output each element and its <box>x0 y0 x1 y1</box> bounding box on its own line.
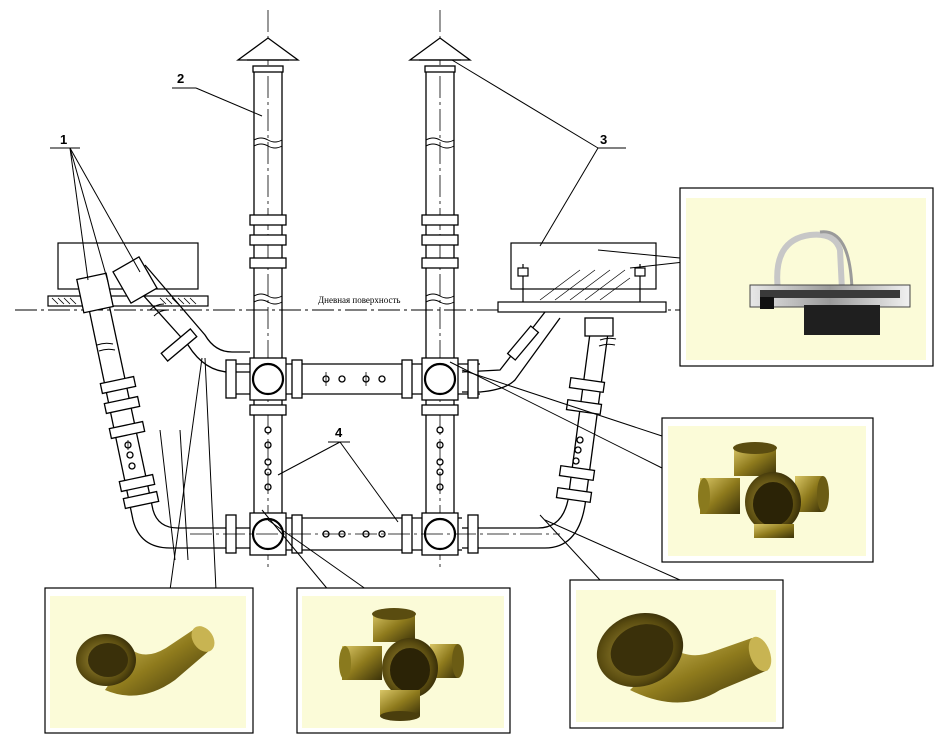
vent-riser-right <box>408 37 472 360</box>
elbow-image-right <box>596 612 772 703</box>
callout-3: 3 <box>600 132 607 147</box>
inclined-pipes-right <box>461 311 617 549</box>
cross-fitting-image <box>339 608 464 721</box>
inset-elbow-right <box>569 579 784 729</box>
horizontal-run-upper <box>225 357 480 401</box>
elbow-image-left <box>76 626 215 696</box>
leader-lines <box>50 59 685 593</box>
inset-tee-fitting <box>661 417 874 563</box>
surface-label: Дневная поверхность <box>318 295 400 305</box>
inset-cross-fitting <box>296 587 511 734</box>
inset-hatch <box>679 187 934 367</box>
horizontal-run-lower <box>190 512 560 556</box>
callout-2: 2 <box>177 71 184 86</box>
callout-1: 1 <box>60 132 67 147</box>
surface-box-right <box>497 242 667 313</box>
tee-fitting-image <box>698 442 829 538</box>
vertical-sections-middle <box>249 400 459 515</box>
vent-riser-left <box>236 37 300 360</box>
callout-4: 4 <box>335 425 343 440</box>
hatch-image <box>749 230 911 335</box>
inset-elbow-left <box>44 587 254 734</box>
inclined-pipes-left <box>76 256 250 561</box>
